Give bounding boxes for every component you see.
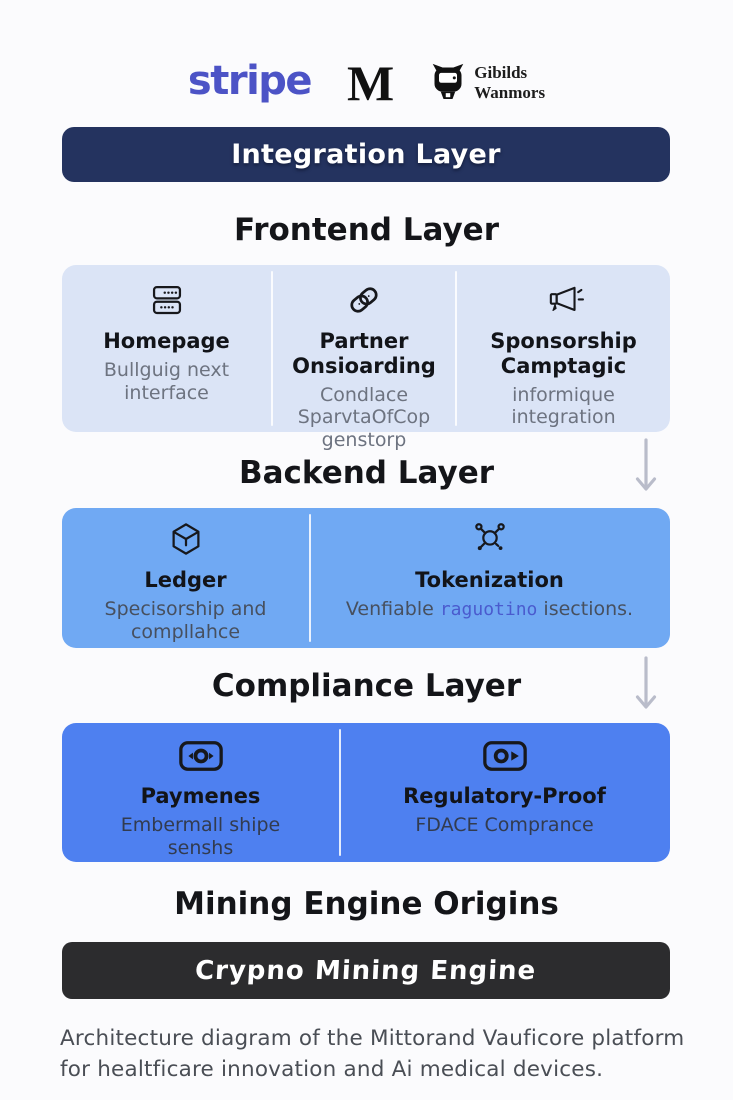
gibilds-wanmors-label: Gibilds Wanmors bbox=[474, 62, 546, 102]
mining-engine-label: Crypno Mining Engine bbox=[194, 955, 538, 986]
integration-layer-banner: Integration Layer bbox=[62, 127, 670, 182]
server-icon bbox=[149, 282, 185, 322]
compliance-regulatory-item: Regulatory-Proof FDACE Comprance bbox=[341, 723, 668, 862]
integration-layer-label: Integration Layer bbox=[231, 139, 501, 170]
backend-tokenization-subtitle: Venfiable raguotino isections. bbox=[345, 597, 634, 620]
compliance-layer-card: Paymenes Embermall shipe senshs Regulato… bbox=[62, 723, 670, 862]
frontend-sponsorship-item: Sponsorship Camptagic informique integra… bbox=[457, 265, 670, 432]
cube-icon bbox=[168, 521, 204, 561]
backend-tokenization-item: Tokenization Venfiable raguotino isectio… bbox=[311, 508, 668, 648]
card-divider bbox=[309, 514, 311, 642]
mining-engine-heading: Mining Engine Origins bbox=[174, 886, 559, 922]
megaphone-icon bbox=[544, 282, 584, 322]
compliance-paymenes-title: Paymenes bbox=[140, 784, 261, 808]
stripe-logo: stripe bbox=[187, 58, 313, 104]
compliance-paymenes-item: Paymenes Embermall shipe senshs bbox=[62, 723, 339, 862]
down-arrow-icon bbox=[633, 437, 659, 501]
card-divider bbox=[455, 271, 457, 426]
robot-mascot-icon bbox=[430, 61, 466, 105]
medium-logo: M bbox=[347, 55, 395, 111]
frontend-homepage-title: Homepage bbox=[103, 329, 230, 353]
frontend-homepage-item: Homepage Bullguig next interface bbox=[62, 265, 271, 432]
backend-layer-heading: Backend Layer bbox=[238, 455, 495, 491]
backend-tokenization-title: Tokenization bbox=[415, 568, 564, 592]
partner-logos-row: stripe M Gibilds Wanmors bbox=[0, 52, 733, 114]
frontend-layer-card: Homepage Bullguig next interface Partner… bbox=[62, 265, 670, 451]
compliance-regulatory-title: Regulatory-Proof bbox=[403, 784, 606, 808]
network-icon bbox=[470, 521, 510, 561]
frontend-sponsorship-title: Sponsorship Camptagic bbox=[490, 329, 637, 378]
card-divider bbox=[339, 729, 341, 856]
compliance-regulatory-subtitle: FDACE Comprance bbox=[415, 813, 594, 836]
card-divider bbox=[271, 271, 273, 426]
backend-layer-card: Ledger Specisorship and compllahce Token… bbox=[62, 508, 670, 648]
frontend-layer-heading: Frontend Layer bbox=[234, 212, 499, 248]
frontend-partner-title: Partner Onsioarding bbox=[292, 329, 436, 378]
frontend-partner-subtitle: Condlace SparvtaOfCop genstorp bbox=[297, 383, 431, 452]
link-icon bbox=[346, 282, 382, 322]
diagram-caption: Architecture diagram of the Mittorand Va… bbox=[60, 1026, 685, 1082]
backend-ledger-item: Ledger Specisorship and compllahce bbox=[62, 508, 309, 648]
highlighted-word: raguotino bbox=[439, 598, 538, 620]
frontend-homepage-subtitle: Bullguig next interface bbox=[103, 358, 230, 404]
mining-engine-banner: Crypno Mining Engine bbox=[62, 942, 670, 999]
frontend-partner-item: Partner Onsioarding Condlace SparvtaOfCo… bbox=[273, 265, 455, 451]
backend-ledger-subtitle: Specisorship and compllahce bbox=[104, 597, 267, 643]
compliance-paymenes-subtitle: Embermall shipe senshs bbox=[120, 813, 281, 859]
payment-icon bbox=[177, 739, 225, 777]
gibilds-wanmors-logo: Gibilds Wanmors bbox=[430, 61, 545, 105]
badge-icon bbox=[481, 739, 529, 777]
frontend-sponsorship-subtitle: informique integration bbox=[511, 383, 616, 429]
backend-ledger-title: Ledger bbox=[144, 568, 227, 592]
down-arrow-icon bbox=[633, 655, 659, 719]
compliance-layer-heading: Compliance Layer bbox=[211, 668, 522, 704]
